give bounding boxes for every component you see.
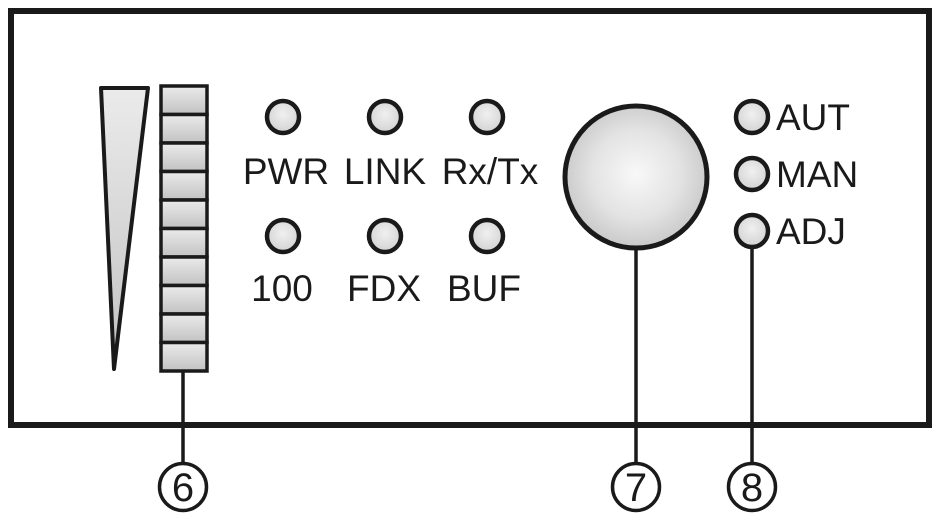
man-led-icon xyxy=(733,155,771,193)
bargraph-segment xyxy=(159,198,209,231)
led-bargraph xyxy=(159,84,209,373)
adjust-button-icon xyxy=(562,103,710,251)
callout-7-circle xyxy=(610,461,662,513)
bargraph-segment xyxy=(159,141,209,174)
link-led-label: LINK xyxy=(344,151,427,192)
bargraph-segment xyxy=(159,112,209,145)
adj-led-icon xyxy=(733,212,771,250)
level-wedge-icon xyxy=(99,86,150,371)
callout-7-number: 7 xyxy=(625,466,647,510)
pwr-led-icon xyxy=(264,98,302,136)
bargraph-segment xyxy=(159,283,209,316)
bargraph-segment xyxy=(159,226,209,259)
bargraph-segment xyxy=(159,84,209,117)
mode-leds: AUT MAN ADJ xyxy=(733,97,858,252)
bargraph-segment xyxy=(159,340,209,373)
callout-6-number: 6 xyxy=(172,466,194,510)
100-led-icon xyxy=(264,217,302,255)
buf-led-label: BUF xyxy=(447,268,521,309)
callout-8: 8 xyxy=(726,247,778,513)
buf-led-icon xyxy=(468,217,506,255)
callout-6-circle xyxy=(157,461,209,513)
aut-led-label: AUT xyxy=(776,97,850,138)
callout-8-number: 8 xyxy=(741,466,763,510)
pwr-led-label: PWR xyxy=(243,151,329,192)
status-leds-row2: 100 FDX BUF xyxy=(251,217,521,309)
fdx-led-label: FDX xyxy=(347,268,421,309)
callout-6: 6 xyxy=(157,371,209,513)
callout-7: 7 xyxy=(610,250,662,513)
bargraph-segment xyxy=(159,312,209,345)
man-led-label: MAN xyxy=(776,154,858,195)
callout-8-circle xyxy=(726,461,778,513)
bargraph-segment xyxy=(159,255,209,288)
100-led-label: 100 xyxy=(251,268,313,309)
fdx-led-icon xyxy=(366,217,404,255)
aut-led-icon xyxy=(733,98,771,136)
bargraph-segment xyxy=(159,169,209,202)
link-led-icon xyxy=(366,98,404,136)
adj-led-label: ADJ xyxy=(776,211,846,252)
status-leds-row1: PWR LINK Rx/Tx xyxy=(243,98,539,192)
rxtx-led-label: Rx/Tx xyxy=(442,151,539,192)
rxtx-led-icon xyxy=(468,98,506,136)
